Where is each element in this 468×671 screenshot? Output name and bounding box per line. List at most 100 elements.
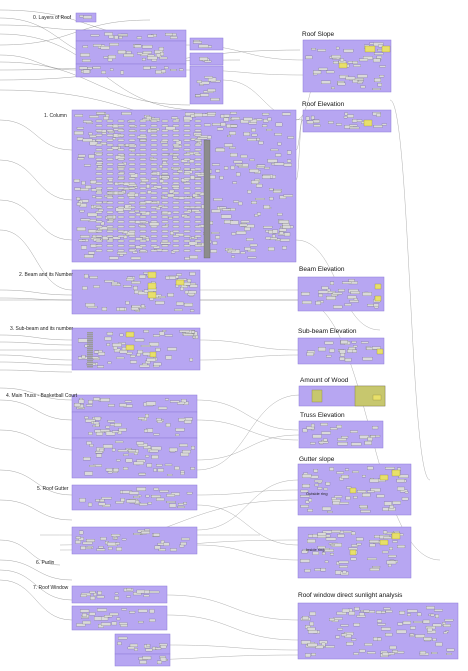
sub-beam-input-15: [87, 362, 93, 364]
component-node-486: [230, 220, 239, 225]
component-node-584: [111, 281, 118, 285]
column-node-8-5: [183, 143, 191, 147]
component-node-842: [372, 426, 379, 430]
component-node-916: [314, 483, 319, 487]
column-node-8-2: [183, 129, 191, 132]
component-node-856: [147, 502, 152, 505]
column-node-3-11: [128, 172, 136, 175]
component-node-274: [81, 181, 86, 185]
column-node-9-0: [194, 119, 202, 123]
column-node-0-11: [95, 172, 103, 175]
wire-left-31: [0, 579, 73, 621]
component-node-988: [330, 553, 334, 556]
component-node-245: [79, 188, 89, 191]
column-node-6-8: [161, 158, 169, 161]
column-node-9-11: [194, 172, 202, 175]
panel-node-14: [372, 394, 382, 401]
component-node-814: [136, 441, 144, 445]
column-node-3-14: [128, 187, 136, 190]
column-node-3-19: [128, 211, 136, 214]
column-node-5-21: [150, 220, 158, 223]
column-node-3-2: [128, 129, 136, 132]
component-node-516: [240, 154, 248, 159]
component-node-763: [118, 428, 127, 432]
component-node-90: [353, 64, 361, 67]
component-node-646: [104, 336, 112, 341]
component-node-118: [352, 60, 358, 64]
component-node-834: [306, 426, 315, 430]
wire-cross-16: [166, 594, 299, 621]
component-node-286: [130, 256, 141, 260]
component-node-28: [103, 56, 108, 59]
component-node-217: [269, 197, 274, 201]
column-node-1-14: [106, 187, 114, 190]
column-node-9-13: [194, 182, 202, 185]
column-node-8-9: [183, 163, 191, 166]
component-node-1038: [331, 530, 341, 533]
component-node-335: [134, 193, 139, 197]
column-node-0-27: [95, 249, 103, 252]
column-node-7-23: [172, 230, 180, 233]
component-node-267: [249, 169, 259, 173]
component-node-743: [184, 420, 192, 424]
component-node-979: [348, 547, 358, 550]
component-node-320: [219, 206, 227, 209]
column-node-3-10: [128, 167, 136, 171]
column-node-3-8: [128, 158, 136, 161]
component-node-863: [139, 503, 148, 506]
component-node-796: [149, 449, 159, 453]
component-node-1070: [121, 608, 127, 611]
component-node-48: [120, 70, 124, 75]
component-node-869: [145, 494, 150, 498]
component-node-882: [78, 530, 84, 535]
component-node-155: [230, 111, 237, 115]
component-node-418: [111, 146, 119, 150]
component-node-417: [247, 190, 252, 194]
component-node-802: [125, 458, 133, 463]
component-node-424: [272, 229, 278, 234]
component-node-1053: [126, 595, 131, 598]
column-node-1-11: [106, 172, 114, 175]
column-node-4-2: [139, 129, 147, 132]
column-node-9-14: [194, 187, 202, 190]
component-node-442: [257, 212, 261, 216]
sub-beam-input-13: [87, 358, 93, 360]
component-node-1090: [117, 641, 122, 646]
component-node-939: [385, 467, 395, 470]
column-node-7-9: [172, 163, 180, 166]
component-node-19: [80, 53, 90, 57]
component-node-1016: [343, 530, 353, 533]
component-node-929: [327, 511, 333, 513]
column-node-9-20: [194, 215, 202, 219]
component-node-303: [222, 208, 231, 211]
component-node-178: [112, 137, 116, 140]
component-node-817: [105, 468, 113, 472]
component-node-964: [308, 498, 312, 502]
component-node-910: [100, 537, 107, 541]
column-node-9-17: [194, 201, 202, 204]
component-node-614: [326, 296, 337, 300]
component-node-204: [272, 234, 276, 238]
column-node-8-24: [183, 235, 191, 238]
component-node-737: [107, 420, 115, 423]
component-node-554: [119, 307, 125, 311]
component-node-824: [351, 442, 362, 446]
component-node-188: [274, 133, 282, 136]
component-node-336: [274, 162, 285, 166]
group-label-roof-window: 7. Roof Window: [33, 585, 69, 591]
component-node-482: [73, 179, 80, 183]
column-node-1-23: [106, 230, 114, 233]
component-node-899: [180, 542, 187, 546]
component-node-72: [195, 94, 201, 97]
component-node-169: [172, 156, 178, 159]
column-node-5-7: [150, 153, 158, 156]
column-node-7-13: [172, 182, 180, 185]
component-node-640: [165, 355, 172, 360]
component-node-575: [183, 282, 191, 286]
column-node-3-26: [128, 244, 136, 247]
column-node-7-5: [172, 143, 180, 147]
component-node-302: [229, 146, 236, 149]
column-node-7-1: [172, 124, 180, 127]
component-node-314: [88, 154, 95, 159]
